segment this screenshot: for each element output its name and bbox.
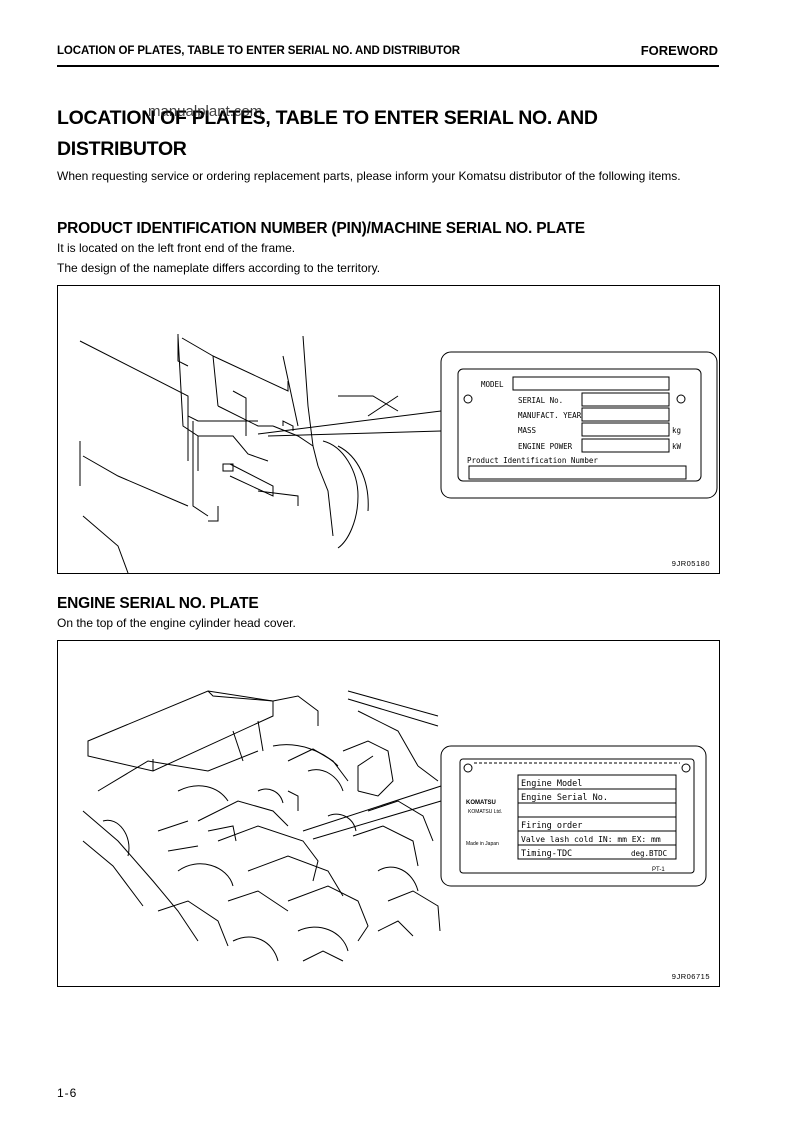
- company-name: KOMATSU Ltd.: [468, 809, 502, 815]
- plate-serial-label: SERIAL No.: [518, 396, 563, 405]
- firing-order-label: Firing order: [521, 821, 582, 831]
- header-rule: [57, 65, 719, 67]
- plate-mass-unit: kg: [672, 426, 681, 435]
- plate-model-label: MODEL: [481, 380, 504, 389]
- running-header-section: LOCATION OF PLATES, TABLE TO ENTER SERIA…: [57, 45, 461, 57]
- pin-figure-code: 9JR05180: [671, 559, 710, 568]
- engine-illustration: Engine Model Engine Serial No. Firing or…: [82, 690, 707, 962]
- engine-section-heading: ENGINE SERIAL NO. PLATE: [57, 595, 259, 612]
- page-title: LOCATION OF PLATES, TABLE TO ENTER SERIA…: [57, 103, 697, 165]
- page-number: 1-6: [57, 1086, 78, 1100]
- pin-location-text: It is located on the left front end of t…: [57, 241, 296, 255]
- plate-year-label: MANUFACT. YEAR: [518, 411, 582, 420]
- engine-nameplate: Engine Model Engine Serial No. Firing or…: [440, 745, 707, 887]
- komatsu-logo: KOMATSU: [466, 800, 496, 806]
- machine-nameplate: MODEL SERIAL No. MANUFACT. YEAR MASS kg …: [440, 351, 718, 499]
- plate-pin-label: Product Identification Number: [467, 456, 598, 465]
- frame-illustration: MODEL SERIAL No. MANUFACT. YEAR MASS kg …: [79, 334, 718, 573]
- made-in-label: Made in Japan: [466, 841, 499, 847]
- pin-design-text: The design of the nameplate differs acco…: [57, 261, 381, 275]
- engine-plate-code: PT-1: [652, 867, 665, 873]
- page-title-line1: LOCATION OF PLATES, TABLE TO ENTER SERIA…: [57, 107, 598, 129]
- pin-plate-figure: MODEL SERIAL No. MANUFACT. YEAR MASS kg …: [57, 285, 720, 574]
- engine-model-label: Engine Model: [521, 779, 582, 789]
- valve-lash-label: Valve lash cold IN: mm EX: mm: [521, 835, 661, 844]
- timing-label: Timing-TDC: [521, 849, 572, 859]
- engine-location-text: On the top of the engine cylinder head c…: [57, 616, 296, 630]
- plate-power-unit: kW: [672, 442, 682, 451]
- pin-section-heading: PRODUCT IDENTIFICATION NUMBER (PIN)/MACH…: [57, 220, 585, 237]
- page-title-line2: DISTRIBUTOR: [57, 138, 187, 160]
- watermark: manualplant.com: [148, 103, 263, 120]
- engine-figure-code: 9JR06715: [671, 972, 710, 981]
- running-header-chapter: FOREWORD: [640, 43, 718, 58]
- timing-unit: deg.BTDC: [631, 849, 667, 858]
- intro-paragraph: When requesting service or ordering repl…: [57, 169, 681, 183]
- engine-serial-label: Engine Serial No.: [521, 793, 608, 803]
- plate-mass-label: MASS: [518, 426, 537, 435]
- engine-plate-figure: Engine Model Engine Serial No. Firing or…: [57, 640, 720, 987]
- plate-power-label: ENGINE POWER: [518, 442, 573, 451]
